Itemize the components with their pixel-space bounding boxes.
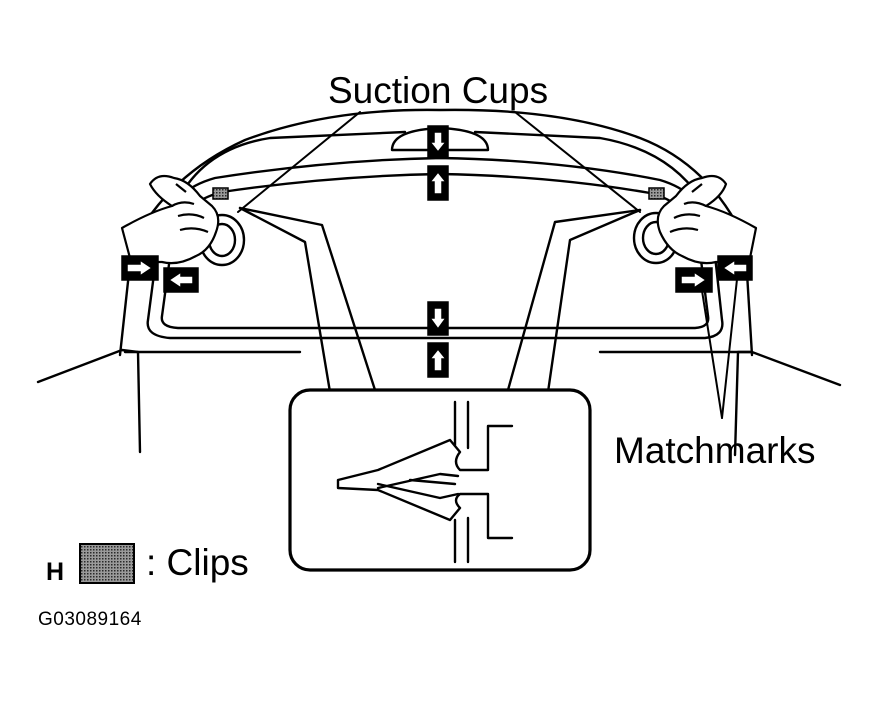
arrow-right-right-side-icon bbox=[675, 267, 713, 293]
matchmark-leader-1 bbox=[699, 277, 723, 419]
arrow-down-bottom-icon bbox=[427, 301, 449, 336]
callout-wedge-left-inner bbox=[238, 206, 332, 394]
right-hand bbox=[656, 174, 758, 265]
callout-wedge-right-inner bbox=[546, 208, 642, 394]
suction-cups-label: Suction Cups bbox=[328, 70, 549, 111]
arrow-up-bottom-icon bbox=[427, 342, 449, 378]
left-hand-fingers bbox=[171, 183, 209, 234]
matchmarks-label: Matchmarks bbox=[614, 430, 816, 471]
left-hand bbox=[120, 174, 220, 265]
callout-wedge-left bbox=[238, 206, 377, 392]
legend-clips-text: : Clips bbox=[146, 542, 249, 583]
suction-leader-right bbox=[514, 111, 641, 213]
matchmark-leader-2 bbox=[721, 269, 739, 419]
roof-outline bbox=[118, 108, 754, 357]
arrow-down-top-icon bbox=[427, 125, 449, 159]
left-side-panel bbox=[36, 348, 142, 454]
glass-outer bbox=[146, 156, 724, 340]
weatherstrip-profile bbox=[336, 424, 514, 540]
glass-edge-lines bbox=[453, 400, 470, 564]
clip-right-icon bbox=[648, 187, 665, 200]
arrow-right-left-side-icon bbox=[121, 255, 159, 281]
legend-clip-swatch-icon bbox=[79, 543, 135, 584]
arrow-up-top-icon bbox=[427, 165, 449, 201]
callout-wedge-right bbox=[506, 208, 642, 392]
figure-id: G03089164 bbox=[38, 609, 142, 630]
weatherstrip-inner bbox=[376, 472, 460, 500]
suction-leader-left bbox=[237, 111, 361, 213]
right-hand-fingers bbox=[669, 183, 707, 234]
legend-code: H bbox=[46, 558, 65, 586]
clip-left-icon bbox=[212, 187, 229, 200]
arrow-left-left-side-icon bbox=[163, 267, 199, 293]
detail-callout-box bbox=[288, 388, 592, 572]
arrow-left-right-side-icon bbox=[717, 255, 753, 281]
